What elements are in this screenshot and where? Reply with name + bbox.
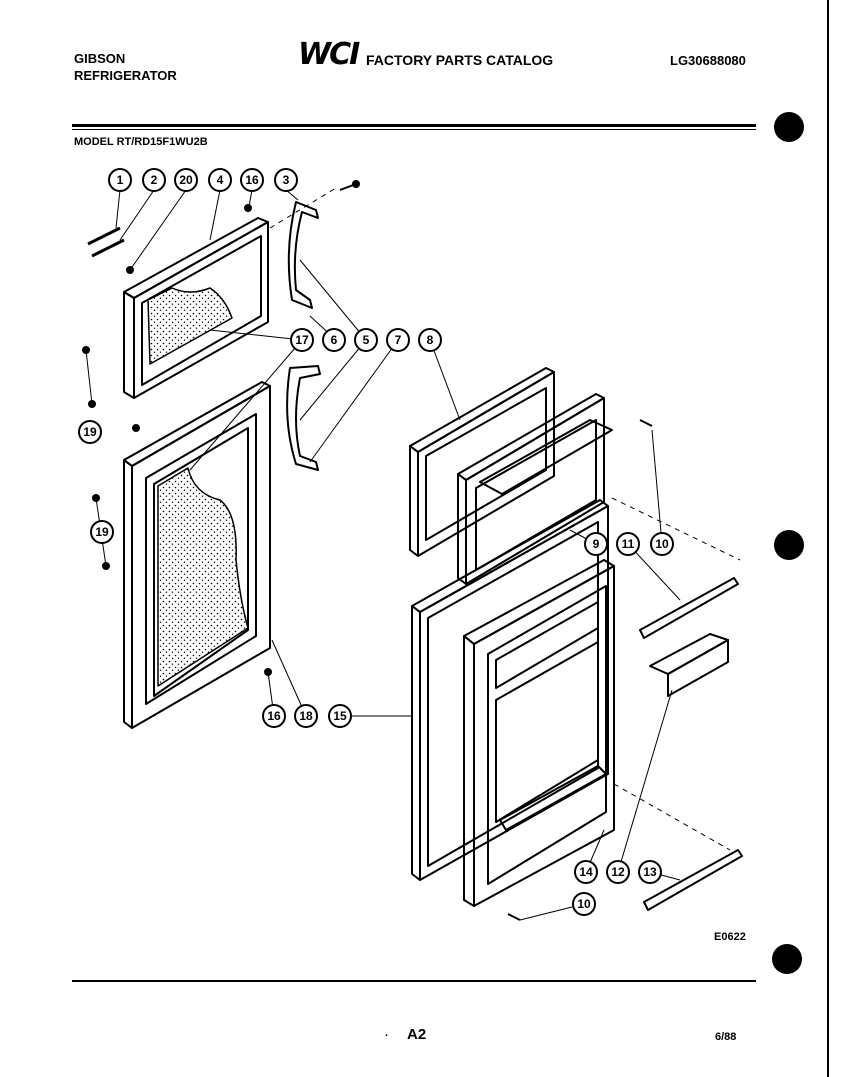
callout-12: 12 — [606, 860, 630, 884]
freezer-insulation — [147, 287, 233, 365]
svg-text:18: 18 — [299, 709, 313, 723]
callout-11: 11 — [616, 532, 640, 556]
svg-text:10: 10 — [655, 537, 669, 551]
page-number: A2 — [407, 1026, 427, 1043]
breaker-strip-11 — [639, 577, 739, 639]
svg-text:1: 1 — [117, 173, 124, 187]
svg-text:15: 15 — [333, 709, 347, 723]
callout-17: 17 — [290, 328, 314, 352]
callout-13: 13 — [638, 860, 662, 884]
callout-14: 14 — [574, 860, 598, 884]
svg-text:19: 19 — [83, 425, 97, 439]
binder-hole-bottom — [772, 944, 802, 974]
model-number: MODEL RT/RD15F1WU2B — [74, 136, 208, 148]
callout-16-top: 16 — [240, 168, 264, 192]
svg-text:7: 7 — [395, 333, 402, 347]
callout-10-upper: 10 — [650, 532, 674, 556]
wci-logo: WCI — [298, 37, 360, 72]
svg-text:14: 14 — [579, 865, 593, 879]
callout-9: 9 — [584, 532, 608, 556]
callout-19-upper: 19 — [78, 420, 102, 444]
callout-6: 6 — [322, 328, 346, 352]
revision-date: 6/88 — [715, 1031, 737, 1043]
svg-text:16: 16 — [245, 173, 259, 187]
svg-text:20: 20 — [179, 173, 193, 187]
callout-5: 5 — [354, 328, 378, 352]
callout-1: 1 — [108, 168, 132, 192]
fresh-food-liner — [463, 559, 615, 907]
svg-text:16: 16 — [267, 709, 281, 723]
svg-text:17: 17 — [295, 333, 309, 347]
fresh-food-insulation — [157, 467, 249, 687]
svg-text:2: 2 — [151, 173, 158, 187]
shelf-part-12 — [649, 633, 729, 697]
header-rule-thin — [72, 129, 756, 130]
svg-text:3: 3 — [283, 173, 290, 187]
svg-text:6: 6 — [331, 333, 338, 347]
callout-2: 2 — [142, 168, 166, 192]
svg-text:12: 12 — [611, 865, 625, 879]
callout-8: 8 — [418, 328, 442, 352]
screw-10-upper — [639, 419, 653, 427]
svg-text:8: 8 — [427, 333, 434, 347]
footer-rule — [72, 980, 756, 982]
handle-lower — [286, 365, 321, 471]
freezer-liner — [457, 393, 613, 585]
callout-19-lower: 19 — [90, 520, 114, 544]
footer-mark: . — [385, 1027, 389, 1039]
callout-20: 20 — [174, 168, 198, 192]
catalog-number: LG30688080 — [670, 53, 746, 68]
binder-hole-middle — [774, 530, 804, 560]
figure-code: E0622 — [714, 931, 746, 943]
strip-13 — [643, 849, 743, 911]
callout-10-lower: 10 — [572, 892, 596, 916]
svg-text:4: 4 — [217, 173, 224, 187]
handle-upper — [287, 201, 319, 309]
svg-text:9: 9 — [593, 537, 600, 551]
svg-text:5: 5 — [363, 333, 370, 347]
svg-text:19: 19 — [95, 525, 109, 539]
header-rule-thick — [72, 124, 756, 127]
freezer-door — [123, 217, 269, 399]
fresh-food-gasket — [411, 499, 609, 881]
callout-18: 18 — [294, 704, 318, 728]
screw-10-lower — [507, 913, 521, 921]
callout-16-lower: 16 — [262, 704, 286, 728]
trim-part-2 — [91, 238, 125, 258]
product-type: REFRIGERATOR — [74, 68, 177, 83]
svg-text:11: 11 — [622, 537, 635, 551]
svg-text:10: 10 — [577, 897, 591, 911]
freezer-gasket — [409, 367, 555, 557]
callout-3: 3 — [274, 168, 298, 192]
trim-part-1 — [87, 226, 121, 246]
brand-name: GIBSON — [74, 51, 126, 66]
right-edge-line — [827, 0, 829, 1077]
svg-text:13: 13 — [643, 865, 657, 879]
callout-4: 4 — [208, 168, 232, 192]
dashed-guides — [269, 187, 741, 851]
catalog-title: FACTORY PARTS CATALOG — [366, 52, 554, 68]
callout-7: 7 — [386, 328, 410, 352]
callout-15: 15 — [328, 704, 352, 728]
binder-hole-top — [774, 112, 804, 142]
